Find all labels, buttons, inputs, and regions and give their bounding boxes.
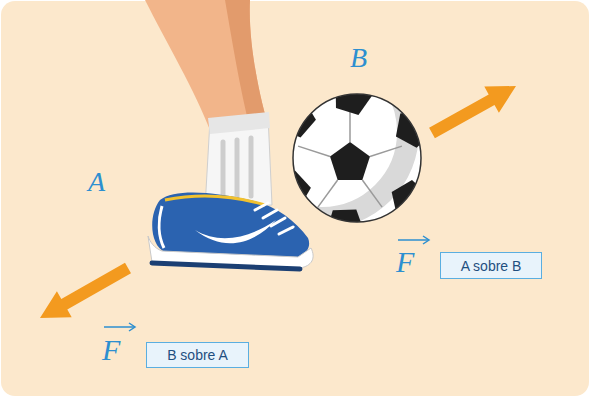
vector-mark bbox=[398, 236, 429, 244]
force-symbol: F bbox=[102, 335, 120, 365]
shoe-heel-stripe bbox=[159, 206, 164, 248]
ball-outline bbox=[293, 94, 421, 222]
force-subscript: A sobre B bbox=[461, 258, 522, 274]
ball-patch bbox=[274, 170, 311, 208]
ball-seam bbox=[362, 180, 382, 207]
sock-cuff bbox=[208, 112, 270, 134]
force-subscript: B sobre A bbox=[167, 347, 228, 363]
ball-seam bbox=[370, 146, 402, 156]
ball-patch bbox=[392, 180, 430, 217]
ball-shade bbox=[236, 46, 408, 218]
shoe-collar bbox=[165, 196, 265, 205]
shoe-swoosh bbox=[195, 220, 276, 243]
object-label: A bbox=[88, 168, 105, 196]
force-arrow bbox=[40, 263, 131, 318]
force-arrow bbox=[429, 86, 516, 138]
soccer-ball bbox=[236, 46, 434, 246]
ball-patch bbox=[279, 100, 316, 138]
object-label: B bbox=[350, 44, 367, 72]
leg-shadow bbox=[225, 0, 268, 128]
ball-seam bbox=[298, 146, 330, 156]
ball-patch bbox=[330, 142, 370, 180]
sock-stripe bbox=[249, 138, 254, 196]
force-symbol: F bbox=[396, 247, 414, 277]
force-subscript-box: B sobre A bbox=[146, 342, 249, 368]
shoe-upper bbox=[152, 192, 309, 258]
ball-patch bbox=[326, 209, 364, 245]
ball-seam bbox=[349, 108, 351, 142]
force-subscript-box: A sobre B bbox=[440, 252, 542, 279]
shoe-outsole bbox=[152, 263, 300, 269]
sock-stripe bbox=[221, 142, 226, 196]
shoe-laces bbox=[255, 203, 293, 234]
ball-seam bbox=[318, 180, 338, 207]
sock-stripe bbox=[235, 140, 240, 196]
vector-mark bbox=[104, 323, 135, 331]
